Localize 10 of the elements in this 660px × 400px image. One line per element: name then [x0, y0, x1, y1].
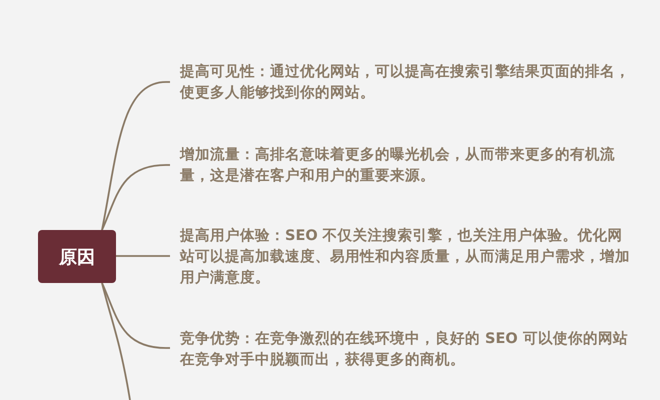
connector-line	[101, 282, 170, 349]
branch-text: 竞争优势：在竞争激烈的在线环境中，良好的 SEO 可以使你的网站在竞争对手中脱颖而出，获得更多的商机。	[170, 329, 630, 373]
branch-text: 增加流量：高排名意味着更多的曝光机会，从而带来更多的有机流量，这是潜在客户和用户的重要来源。	[170, 145, 630, 189]
topic-box: 原因	[38, 230, 116, 283]
connector-line	[101, 164, 170, 230]
connector-line	[116, 255, 170, 257]
connector-line	[101, 81, 170, 230]
branch-text: 提高可见性：通过优化网站，可以提高在搜索引擎结果页面的排名，使更多人能够找到你的网站。	[170, 62, 630, 106]
branch-text: 提高用户体验：SEO 不仅关注搜索引擎，也关注用户体验。优化网站可以提高加载速度、易用性和内容质量，从而满足用户需求，增加用户满意度。	[170, 226, 630, 290]
connector-line	[101, 282, 131, 400]
